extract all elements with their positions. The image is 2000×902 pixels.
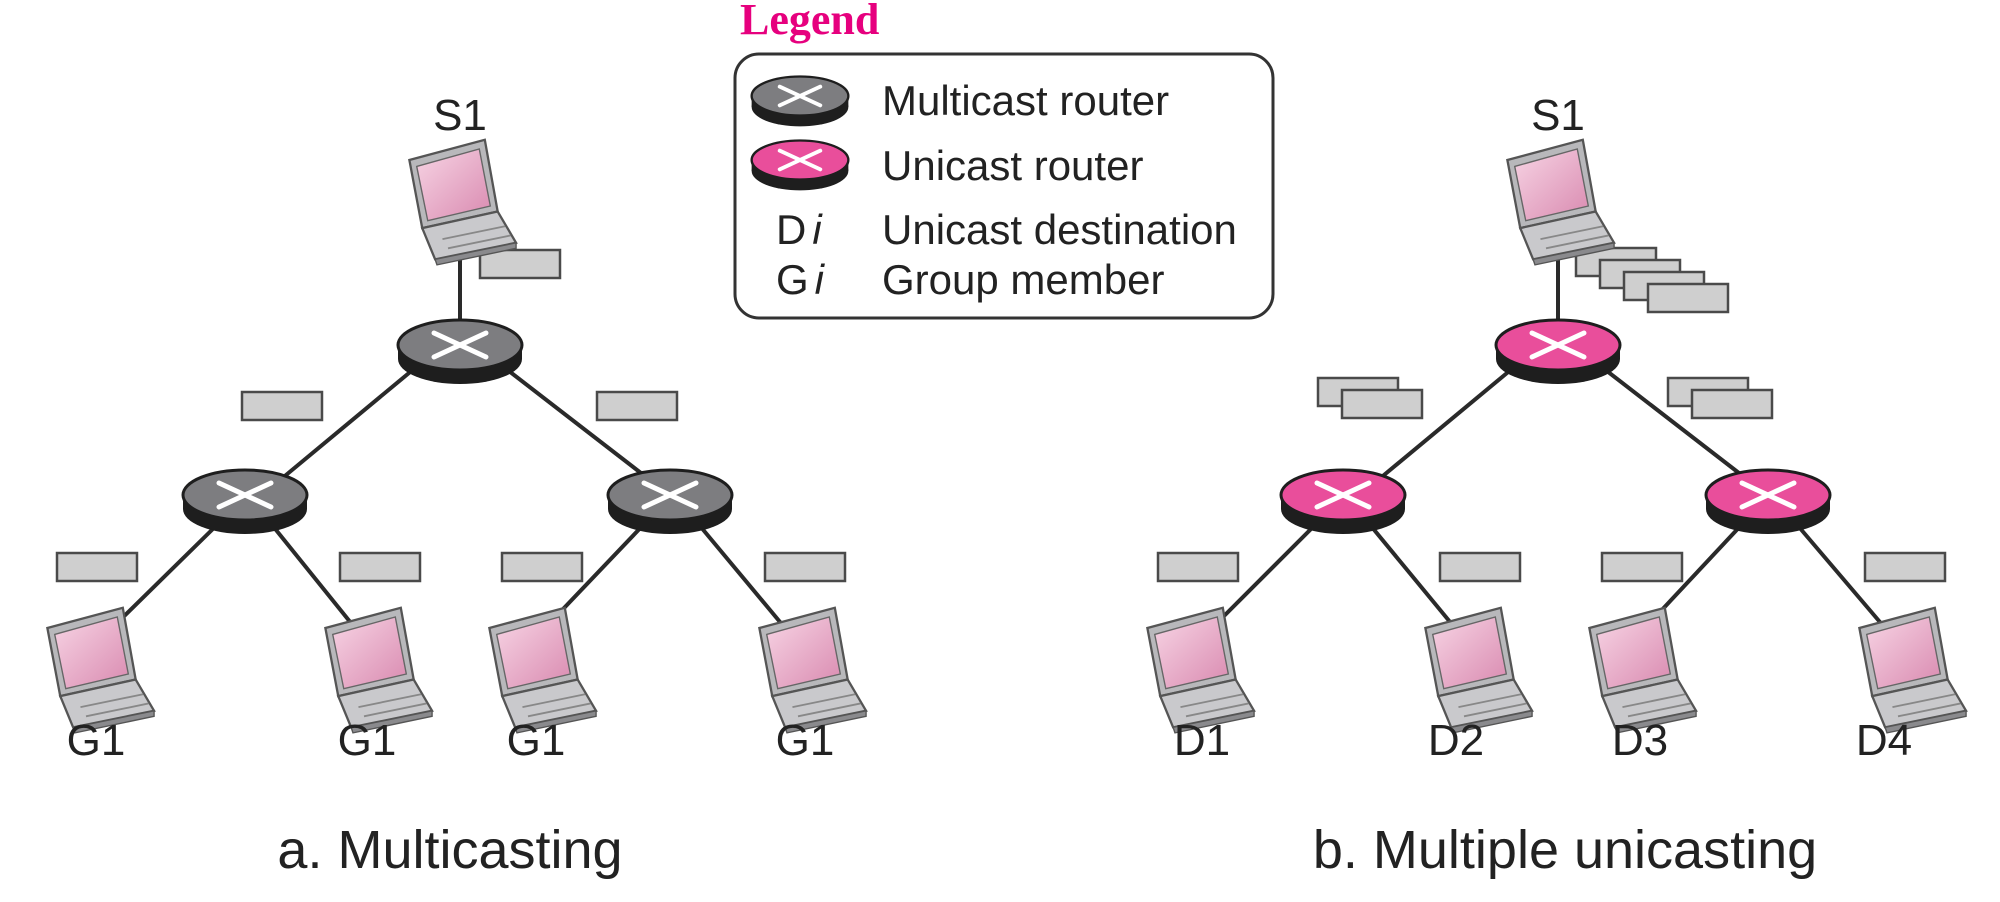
leaf-label: D4 — [1856, 716, 1912, 765]
edge — [1376, 366, 1515, 482]
edge — [1210, 518, 1322, 630]
packet — [763, 551, 847, 583]
edge — [110, 518, 224, 630]
unicasting-tree: S1 D1 D2 D3 D4 b. Multiple unicasting — [1146, 91, 1968, 880]
packet — [1863, 551, 1947, 583]
leaf-label: G1 — [338, 716, 397, 765]
edge — [693, 518, 787, 630]
edge — [503, 366, 652, 482]
packet — [1690, 388, 1774, 420]
packet — [1340, 388, 1424, 420]
legend: Legend Multicast router Unicast router D… — [733, 0, 1275, 320]
legend-title: Legend — [740, 0, 879, 44]
multicast-router-icon — [183, 470, 307, 534]
leaf-label: G1 — [67, 716, 126, 765]
packet — [1600, 551, 1684, 583]
laptop-icon — [324, 606, 434, 735]
packet — [55, 551, 139, 583]
edge — [1791, 518, 1887, 630]
legend-symbol-letter: D — [776, 206, 806, 253]
multicast-router-icon — [608, 470, 732, 534]
packet — [1646, 282, 1730, 314]
laptop-icon — [1146, 606, 1256, 735]
legend-label-group-member: Group member — [882, 256, 1164, 303]
multicast-router-icon — [398, 320, 522, 384]
leaf-label: D1 — [1174, 716, 1230, 765]
legend-box — [733, 52, 1275, 320]
laptop-icon — [1858, 606, 1968, 735]
leaf-label: G1 — [776, 716, 835, 765]
leaf-label: D2 — [1428, 716, 1484, 765]
edge — [266, 518, 357, 630]
laptop-icon — [46, 606, 156, 735]
laptop-icon — [758, 606, 868, 735]
source-label: S1 — [1531, 91, 1585, 140]
legend-symbol-index: i — [815, 256, 826, 303]
legend-label-multicast-router: Multicast router — [882, 77, 1169, 124]
caption-multicasting: a. Multicasting — [277, 820, 622, 880]
multicasting-tree: S1 G1 G1 G1 G1 a. Multicasting — [46, 91, 868, 880]
edge — [1364, 518, 1457, 630]
multicast-router-icon — [749, 74, 851, 129]
laptop-icon — [408, 138, 518, 267]
leaf-label: G1 — [507, 716, 566, 765]
unicast-router-icon — [1496, 320, 1620, 384]
unicast-router-icon — [1706, 470, 1830, 534]
unicast-router-icon — [1281, 470, 1405, 534]
legend-symbol-index: i — [812, 206, 823, 253]
packet — [338, 551, 422, 583]
edge — [1601, 366, 1750, 482]
packet — [240, 390, 324, 422]
laptop-icon — [1588, 606, 1698, 735]
legend-symbol-letter: G — [776, 256, 809, 303]
unicast-router-icon — [749, 138, 851, 193]
packet — [500, 551, 584, 583]
legend-label-unicast-router: Unicast router — [882, 142, 1143, 189]
laptop-icon — [1506, 138, 1616, 267]
legend-label-unicast-destination: Unicast destination — [882, 206, 1237, 253]
packet — [1438, 551, 1522, 583]
packet — [595, 390, 679, 422]
leaf-label: D3 — [1612, 716, 1668, 765]
laptop-icon — [1424, 606, 1534, 735]
packet — [1156, 551, 1240, 583]
edge — [278, 366, 417, 482]
caption-multiple-unicasting: b. Multiple unicasting — [1313, 820, 1817, 880]
source-label: S1 — [433, 91, 487, 140]
laptop-icon — [488, 606, 598, 735]
packet — [478, 248, 562, 280]
